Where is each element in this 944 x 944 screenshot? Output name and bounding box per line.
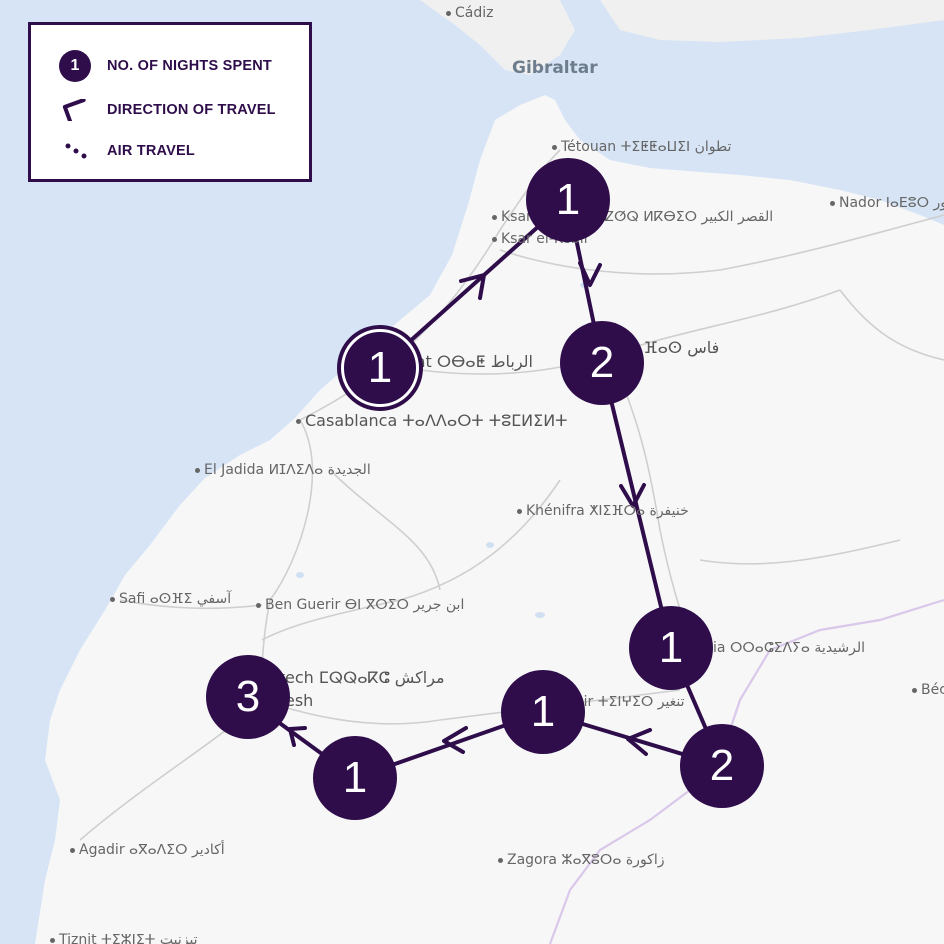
arrow-icon: [619, 483, 646, 508]
city-dot-icon: [492, 214, 497, 220]
arrow-icon: [288, 726, 307, 747]
city-dot-icon: [296, 419, 301, 424]
city-dot-icon: [552, 144, 557, 150]
place-bechar: Béchar: [912, 682, 944, 698]
spain-land: [420, 0, 575, 75]
city-dot-icon: [912, 687, 917, 693]
place-el-jadida: El Jadida ⵍⵊⴷⵉⴷⴰ الجديدة: [195, 462, 371, 478]
stop-marker-errachidia[interactable]: 1: [629, 606, 713, 690]
arrow-icon: [459, 273, 486, 300]
arrow-icon: [442, 726, 468, 754]
arrow-icon: [626, 728, 652, 756]
direction-arrows: [288, 261, 652, 756]
city-dot-icon: [498, 857, 503, 863]
place-tetouan: Tétouan ⵜⵉⵟⵟⴰⵡⵉⵏ تطوان: [552, 139, 731, 155]
stop-marker-rabat[interactable]: 1: [341, 329, 419, 407]
city-dot-icon: [492, 236, 497, 242]
stop-marker-fes[interactable]: 2: [560, 321, 644, 405]
nights-marker-icon: 1: [59, 50, 91, 82]
place-tiznit: Tiznit ⵜⵉⵣⵏⵉⵜ تيزنيت: [50, 932, 198, 944]
place-casablanca: Casablanca ⵜⴰⴷⴷⴰⵔⵜ ⵜⵓⵎⵍⵉⵍⵜ: [296, 413, 567, 429]
place-nador: Nador ⵏⴰⴹⵓⵔ الناظور: [830, 195, 944, 211]
city-dot-icon: [70, 847, 75, 853]
route-leg-3: [600, 361, 673, 650]
legend-row-direction: DIRECTION OF TRAVEL: [61, 99, 276, 121]
place-zagora: Zagora ⵣⴰⴳⵓⵔⴰ زاكورة: [498, 852, 665, 868]
city-dot-icon: [446, 10, 451, 16]
city-dot-icon: [195, 467, 200, 473]
legend-nights-label: NO. OF NIGHTS SPENT: [107, 58, 272, 74]
place-cadiz: Cádiz: [446, 5, 493, 21]
legend-row-air: AIR TRAVEL: [61, 141, 195, 161]
place-safi: Safi ⴰⵙⴼⵉ آسفي: [110, 591, 231, 607]
stop-marker-merzouga[interactable]: 2: [680, 724, 764, 808]
direction-arrow-icon: [62, 99, 86, 121]
air-travel-dots-icon: [65, 143, 87, 159]
city-dot-icon: [110, 596, 115, 602]
legend-row-nights: 1 NO. OF NIGHTS SPENT: [59, 50, 272, 82]
spain-land-east: [600, 0, 944, 42]
legend-air-label: AIR TRAVEL: [107, 143, 195, 159]
legend-direction-label: DIRECTION OF TRAVEL: [107, 102, 276, 118]
legend: 1 NO. OF NIGHTS SPENT DIRECTION OF TRAVE…: [28, 22, 312, 182]
place-khenifra: Khénifra ⵅⵏⵉⴼⵔⴰ خنيفرة: [517, 503, 689, 519]
place-ben-guerir: Ben Guerir ⴱⵏ ⴳⵔⵉⵔ ابن جرير: [256, 597, 464, 613]
city-dot-icon: [50, 937, 55, 943]
place-gibraltar: Gibraltar: [512, 58, 598, 78]
place-agadir: Agadir ⴰⴳⴰⴷⵉⵔ أكادير: [70, 842, 225, 858]
city-dot-icon: [256, 602, 261, 608]
stop-marker-tinghir[interactable]: 1: [501, 670, 585, 754]
stop-marker-north[interactable]: 1: [526, 158, 610, 242]
stop-marker-ouarzazate[interactable]: 1: [313, 736, 397, 820]
stop-marker-marrakech[interactable]: 3: [206, 655, 290, 739]
city-dot-icon: [830, 200, 835, 206]
arrow-icon: [578, 261, 602, 287]
city-dot-icon: [517, 508, 522, 514]
